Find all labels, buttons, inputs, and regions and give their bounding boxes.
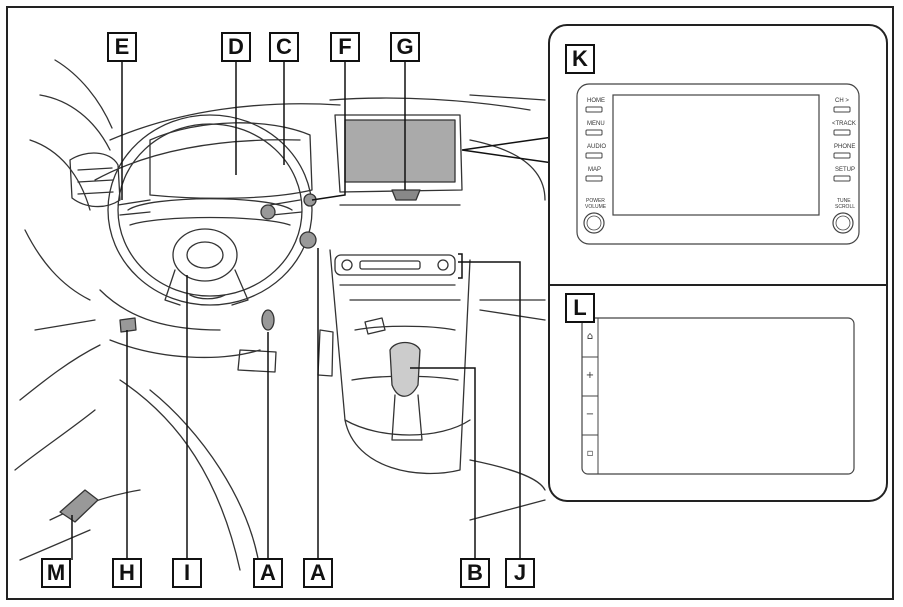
accelerator-pedal bbox=[317, 329, 334, 377]
leader-F bbox=[311, 60, 346, 201]
callout-d: D bbox=[221, 32, 251, 62]
setup-button-label: SETUP bbox=[835, 167, 856, 173]
leader-J bbox=[458, 261, 521, 560]
shift-lever bbox=[389, 341, 421, 397]
map-button-label: MAP bbox=[588, 167, 602, 173]
tune-label: TUNE bbox=[837, 198, 851, 204]
callout-i: I bbox=[172, 558, 202, 588]
callout-m: M bbox=[41, 558, 71, 588]
callout-e: E bbox=[107, 32, 137, 62]
home-button-label: HOME bbox=[587, 98, 605, 104]
volume-label: VOLUME bbox=[585, 204, 607, 210]
menu-button-label: MENU bbox=[587, 121, 605, 127]
steering-wheel-rim bbox=[107, 114, 313, 306]
climate-panel bbox=[334, 254, 456, 276]
callout-b: B bbox=[460, 558, 490, 588]
ch-button-label: CH > bbox=[835, 98, 849, 104]
touch-display-l bbox=[581, 317, 855, 475]
display-screen bbox=[344, 119, 456, 183]
callout-l: L bbox=[565, 293, 595, 323]
callout-h: H bbox=[112, 558, 142, 588]
home-icon: ⌂ bbox=[586, 331, 594, 342]
diagram-frame bbox=[6, 6, 894, 600]
audio-screen-k bbox=[612, 94, 820, 216]
leader-K bbox=[461, 136, 554, 164]
scroll-label: SCROLL bbox=[835, 204, 856, 210]
start-button bbox=[299, 231, 317, 249]
minus-icon: − bbox=[585, 409, 595, 420]
callout-f: F bbox=[330, 32, 360, 62]
callout-a-start: A bbox=[303, 558, 333, 588]
center-console bbox=[329, 249, 471, 475]
plus-icon: + bbox=[585, 370, 595, 381]
track-button-label: <TRACK bbox=[832, 121, 856, 127]
audio-button-label: AUDIO bbox=[587, 144, 607, 150]
callout-k: K bbox=[565, 44, 595, 74]
tilt-lever bbox=[261, 309, 275, 331]
callout-j: J bbox=[505, 558, 535, 588]
steering-hub bbox=[172, 228, 238, 282]
callout-g: G bbox=[390, 32, 420, 62]
left-air-vent bbox=[69, 152, 121, 208]
a-pillar-line bbox=[39, 94, 111, 151]
hood-release bbox=[119, 317, 137, 333]
brake-pedal bbox=[237, 349, 277, 373]
callout-a-tilt: A bbox=[253, 558, 283, 588]
center-display bbox=[334, 114, 463, 193]
power-label: POWER bbox=[586, 198, 605, 204]
fuel-door-opener bbox=[59, 489, 99, 523]
callout-c: C bbox=[269, 32, 299, 62]
media-icon: ▫ bbox=[586, 448, 594, 459]
instrument-cluster bbox=[149, 122, 313, 199]
dashboard-top bbox=[109, 103, 341, 141]
phone-button-label: PHONE bbox=[834, 144, 856, 150]
leader-B bbox=[410, 367, 476, 560]
